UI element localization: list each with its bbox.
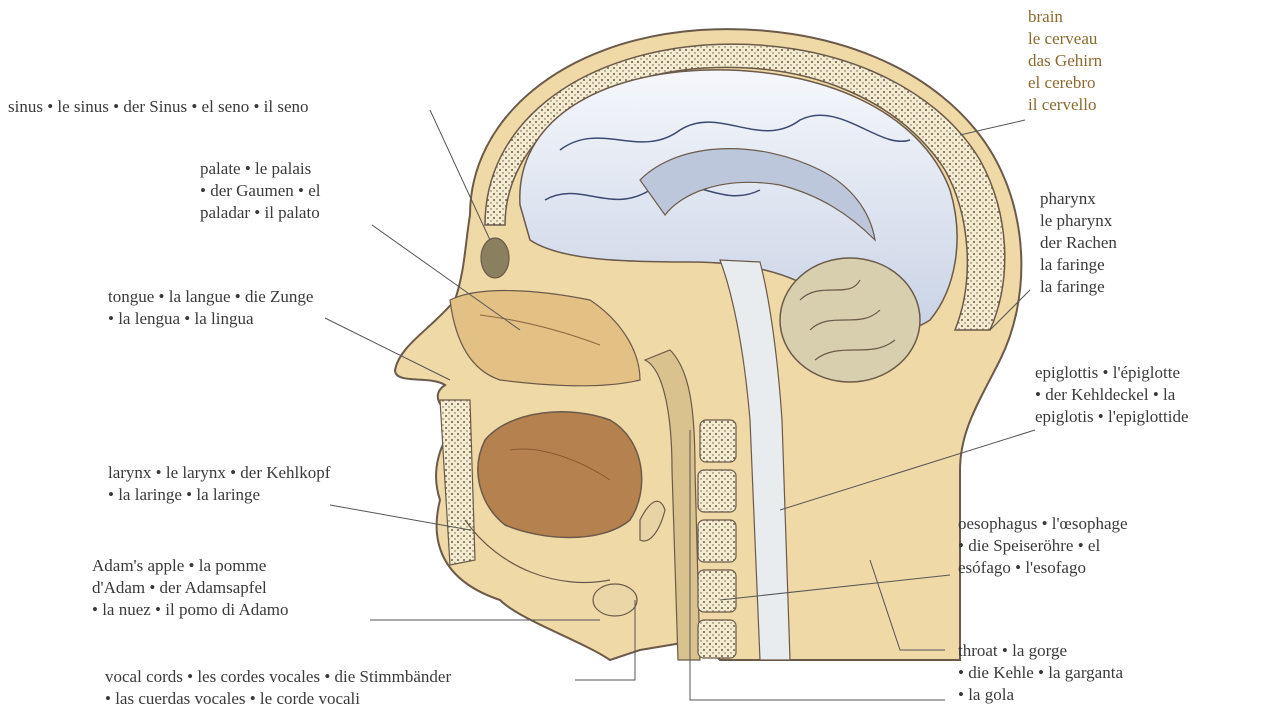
vertebra — [698, 520, 736, 562]
label-pharynx: pharynx le pharynx der Rachen la faringe… — [1040, 188, 1117, 298]
label-vocal-cords: vocal cords • les cordes vocales • die S… — [105, 666, 451, 710]
label-palate: palate • le palais • der Gaumen • el pal… — [200, 158, 320, 224]
label-oesophagus: oesophagus • l'œsophage • die Speiseröhr… — [958, 513, 1128, 579]
vertebra — [698, 620, 736, 658]
vertebra — [700, 420, 736, 462]
label-tongue: tongue • la langue • die Zunge • la leng… — [108, 286, 313, 330]
label-larynx: larynx • le larynx • der Kehlkopf • la l… — [108, 462, 330, 506]
larynx-shape — [593, 584, 637, 616]
label-throat: throat • la gorge • die Kehle • la garga… — [958, 640, 1123, 706]
tongue-shape — [478, 412, 642, 538]
vertebra — [698, 470, 736, 512]
vertebra — [698, 570, 736, 612]
label-brain: brain le cerveau das Gehirn el cerebro i… — [1028, 6, 1102, 116]
sinus-cavity — [481, 238, 509, 278]
label-adams-apple: Adam's apple • la pomme d'Adam • der Ada… — [92, 555, 289, 621]
label-epiglottis: epiglottis • l'épiglotte • der Kehldecke… — [1035, 362, 1189, 428]
label-sinus: sinus • le sinus • der Sinus • el seno •… — [8, 96, 309, 118]
